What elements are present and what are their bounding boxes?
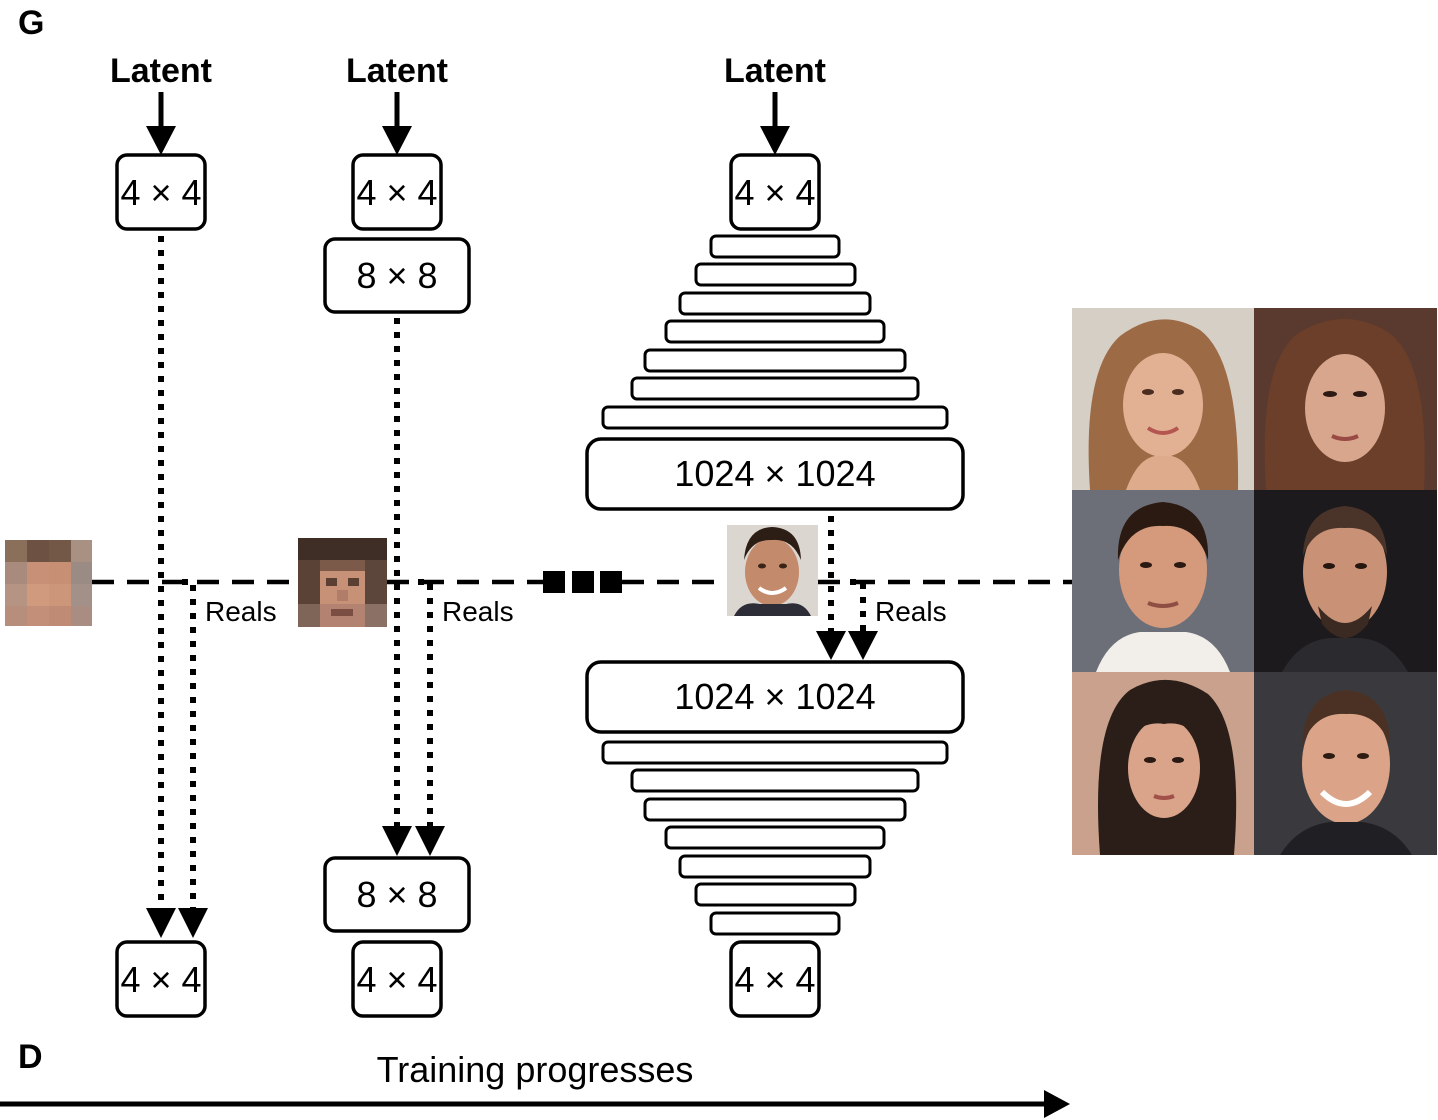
stage-2: Latent 4 × 4 8 × 8 Reals 8 × 8 4 × 4 xyxy=(298,52,514,1018)
generated-face-image xyxy=(1254,490,1437,672)
latent-label: Latent xyxy=(110,52,212,90)
real-sample-8x8-image xyxy=(298,538,387,627)
discriminator-block-4x4 xyxy=(115,940,207,1018)
arrow-down-icon xyxy=(178,908,208,938)
generator-block-label: 8 × 8 xyxy=(356,255,437,296)
reals-label: Reals xyxy=(875,596,947,627)
generator-label: G xyxy=(18,4,44,42)
discriminator-block-label: 4 × 4 xyxy=(356,959,437,1000)
discriminator-block-8x8 xyxy=(323,856,471,933)
arrow-down-icon xyxy=(146,126,176,155)
discriminator-layer-stack xyxy=(601,740,949,936)
discriminator-block-label: 8 × 8 xyxy=(356,874,437,915)
generator-block-4x4 xyxy=(729,153,821,231)
latent-label: Latent xyxy=(346,52,448,90)
generated-face-image xyxy=(1254,672,1437,855)
discriminator-label: D xyxy=(18,1038,43,1076)
generator-block-label: 1024 × 1024 xyxy=(674,453,875,494)
generated-samples-grid xyxy=(1072,308,1437,855)
discriminator-block-label: 4 × 4 xyxy=(120,959,201,1000)
reals-label: Reals xyxy=(442,596,514,627)
discriminator-block-4x4 xyxy=(729,940,821,1018)
arrow-down-icon xyxy=(146,908,176,938)
stage-1: Latent 4 × 4 Reals 4 × 4 xyxy=(5,52,277,1018)
discriminator-block-1024 xyxy=(585,660,965,734)
generator-block-8x8 xyxy=(323,237,471,314)
generator-block-label: 4 × 4 xyxy=(120,172,201,213)
generator-block-1024 xyxy=(585,437,965,511)
real-sample-1024-image xyxy=(727,525,818,616)
generated-face-image xyxy=(1072,308,1254,490)
arrow-down-icon xyxy=(760,126,790,155)
generator-block-label: 4 × 4 xyxy=(734,172,815,213)
generator-layer-stack xyxy=(601,234,949,430)
latent-label: Latent xyxy=(724,52,826,90)
arrow-down-icon xyxy=(382,826,412,856)
discriminator-block-label: 4 × 4 xyxy=(734,959,815,1000)
arrow-right-icon xyxy=(1044,1090,1070,1118)
arrow-down-icon xyxy=(415,826,445,856)
reals-label: Reals xyxy=(205,596,277,627)
discriminator-block-label: 1024 × 1024 xyxy=(674,676,875,717)
generated-face-image xyxy=(1072,490,1254,672)
arrow-down-icon xyxy=(816,631,846,660)
stage-3: Latent 4 × 4 1024 × 1024 Reals 1024 × 10… xyxy=(585,52,965,1018)
real-sample-4x4-image xyxy=(5,540,92,626)
generator-block-label: 4 × 4 xyxy=(356,172,437,213)
discriminator-block-4x4 xyxy=(351,940,443,1018)
generator-block-4x4 xyxy=(115,153,207,231)
training-progresses-label: Training progresses xyxy=(377,1049,694,1090)
generated-face-image xyxy=(1254,308,1437,490)
generator-block-4x4 xyxy=(351,153,443,231)
generated-face-image xyxy=(1072,672,1254,855)
arrow-down-icon xyxy=(382,126,412,155)
arrow-down-icon xyxy=(848,631,878,660)
reals-dashed-line xyxy=(92,571,1072,593)
